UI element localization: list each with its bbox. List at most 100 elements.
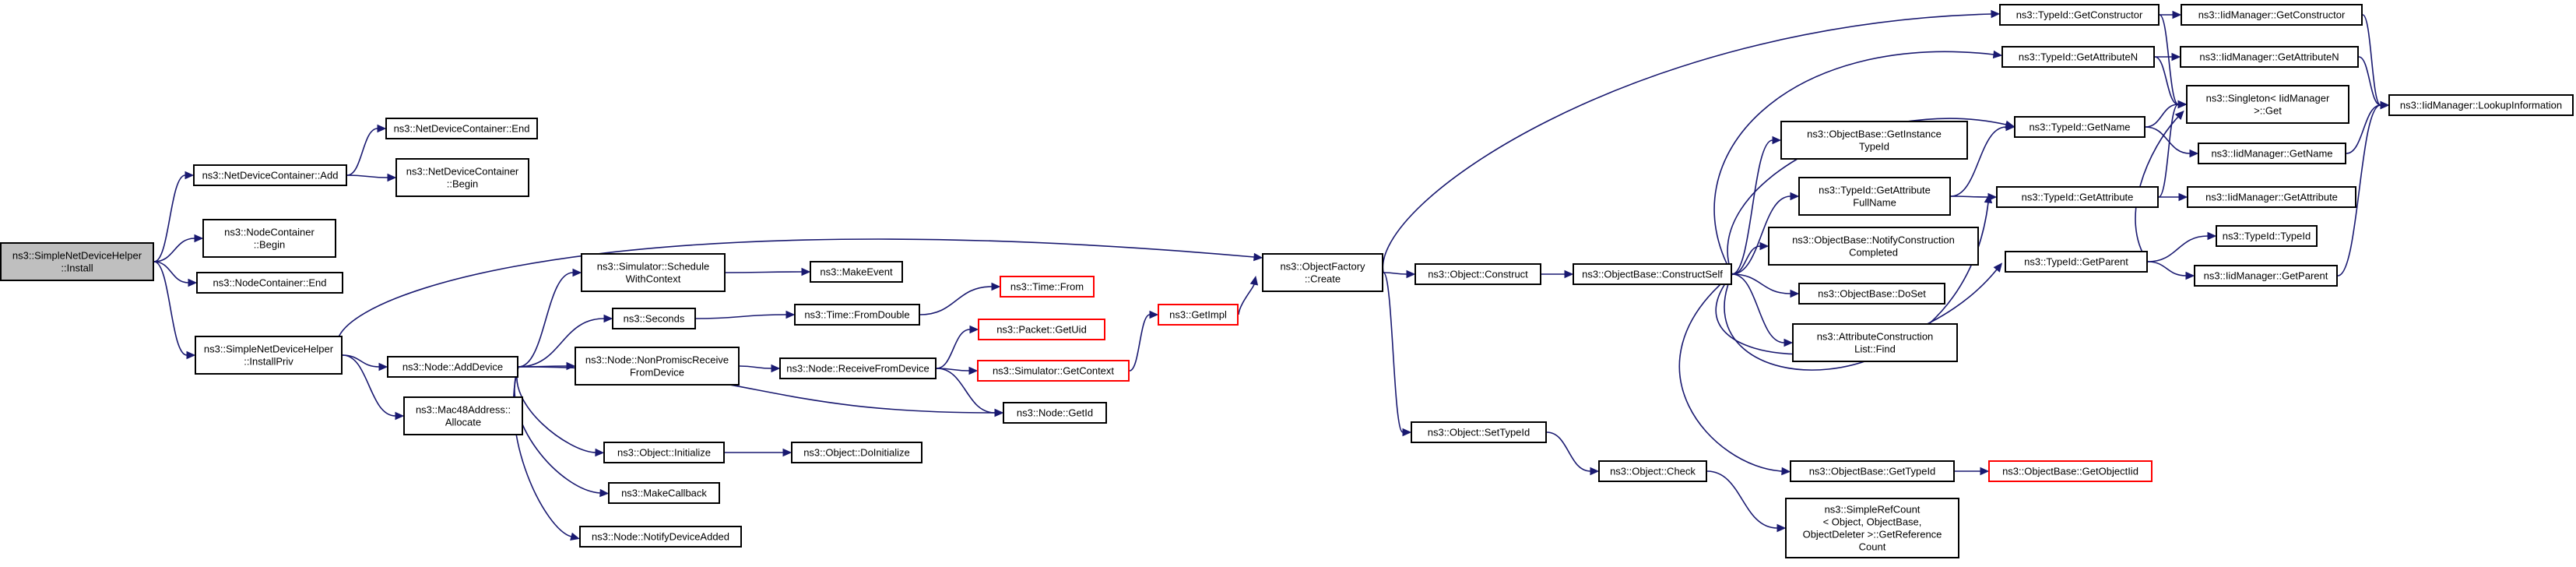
node-notifyConstr[interactable]: ns3::ObjectBase::NotifyConstructionCompl… <box>1768 227 1979 266</box>
node-objInit[interactable]: ns3::Object::Initialize <box>603 442 725 463</box>
node-makeCallback[interactable]: ns3::MakeCallback <box>608 482 720 504</box>
arrowhead <box>1249 275 1259 286</box>
node-iidGetParent[interactable]: ns3::IidManager::GetParent <box>2194 265 2338 287</box>
node-tidGetName[interactable]: ns3::TypeId::GetName <box>2014 116 2145 138</box>
arrowhead <box>771 364 781 373</box>
node-label-line: ns3::Simulator::Schedule <box>597 260 710 272</box>
node-label-line: ns3::IidManager::GetName <box>2211 147 2332 159</box>
node-label-line: Count <box>1859 541 1886 552</box>
node-recvFromDev[interactable]: ns3::Node::ReceiveFromDevice <box>779 357 937 379</box>
node-singletonGet[interactable]: ns3::Singleton< IidManager>::Get <box>2186 85 2349 124</box>
arrowhead <box>1993 262 2003 273</box>
node-label-line: ns3::Node::GetId <box>1017 407 1093 418</box>
edge-line <box>2147 235 2209 262</box>
node-seconds[interactable]: ns3::Seconds <box>612 308 696 329</box>
node-factoryCreate[interactable]: ns3::ObjectFactory::Create <box>1262 253 1383 292</box>
node-tidTypeId[interactable]: ns3::TypeId::TypeId <box>2216 225 2318 247</box>
node-getImpl[interactable]: ns3::GetImpl <box>1158 304 1239 326</box>
node-getObjectIid[interactable]: ns3::ObjectBase::GetObjectIid <box>1988 460 2153 482</box>
edge-nonPromisc-to-recvFromDev <box>739 364 781 373</box>
node-addDevice[interactable]: ns3::Node::AddDevice <box>387 356 518 378</box>
arrowhead <box>2172 10 2182 19</box>
arrowhead <box>1776 523 1787 533</box>
node-objConstruct[interactable]: ns3::Object::Construct <box>1415 263 1541 285</box>
node-box <box>2001 46 2155 68</box>
node-tidGetAttributeN[interactable]: ns3::TypeId::GetAttributeN <box>2001 46 2155 68</box>
node-label-line: ObjectDeleter >::GetReference <box>1803 528 1942 540</box>
node-iidGetAttributeN[interactable]: ns3::IidManager::GetAttributeN <box>2180 46 2359 68</box>
edge-constructSelf-to-obGetTypeId <box>1678 273 1791 476</box>
node-getUid[interactable]: ns3::Packet::GetUid <box>978 319 1105 340</box>
edge-root-to-ncEnd <box>153 261 198 287</box>
edge-line <box>936 368 996 414</box>
node-tidGetParent[interactable]: ns3::TypeId::GetParent <box>2005 251 2148 273</box>
node-makeEvent[interactable]: ns3::MakeEvent <box>810 261 903 283</box>
node-ncEnd[interactable]: ns3::NodeContainer::End <box>196 272 343 294</box>
edge-line <box>518 318 605 368</box>
arrowhead <box>1790 289 1800 298</box>
node-label-line: Allocate <box>445 416 481 428</box>
edge-line <box>2147 261 2187 276</box>
node-doSet[interactable]: ns3::ObjectBase::DoSet <box>1798 283 1945 305</box>
node-constructSelf[interactable]: ns3::ObjectBase::ConstructSelf <box>1573 263 1732 285</box>
edge-line <box>1383 272 1404 433</box>
node-iidGetName[interactable]: ns3::IidManager::GetName <box>2198 143 2346 164</box>
node-root[interactable]: ns3::SimpleNetDeviceHelper::Install <box>0 242 154 281</box>
edge-line <box>919 286 993 315</box>
node-iidLookup[interactable]: ns3::IidManager::LookupInformation <box>2388 94 2574 116</box>
node-timeFrom[interactable]: ns3::Time::From <box>1000 276 1095 298</box>
arrowhead <box>2207 231 2217 241</box>
node-box <box>1798 283 1945 305</box>
node-objCheck[interactable]: ns3::Object::Check <box>1598 460 1707 482</box>
edge-tidGetParent-to-singletonGet <box>2135 110 2184 262</box>
node-ndcAdd[interactable]: ns3::NetDeviceContainer::Add <box>193 164 347 186</box>
arrowhead <box>1149 310 1159 319</box>
node-iidGetConstructor[interactable]: ns3::IidManager::GetConstructor <box>2181 4 2363 26</box>
node-ndcBegin[interactable]: ns3::NetDeviceContainer::Begin <box>395 158 529 197</box>
edge-tidGetParent-to-tidTypeId <box>2147 231 2217 262</box>
node-box <box>791 442 923 463</box>
node-getContext[interactable]: ns3::Simulator::GetContext <box>977 360 1130 382</box>
node-label-line: ns3::Node::NotifyDeviceAdded <box>592 530 729 542</box>
arrowhead <box>1402 428 1412 437</box>
edge-constructSelf-to-attrListFind <box>1731 273 1794 347</box>
node-tidGetAttribute[interactable]: ns3::TypeId::GetAttribute <box>1996 186 2159 208</box>
node-installPriv[interactable]: ns3::SimpleNetDeviceHelper::InstallPriv <box>195 336 343 375</box>
node-tidGetConstructor[interactable]: ns3::TypeId::GetConstructor <box>1999 4 2160 26</box>
edge-line <box>1731 273 1785 343</box>
node-label-line: >::Get <box>2254 104 2282 116</box>
node-label-line: TypeId <box>1859 140 1889 152</box>
arrowhead <box>2380 100 2390 110</box>
node-mac48[interactable]: ns3::Mac48Address::Allocate <box>403 396 523 435</box>
node-simpleRefCount[interactable]: ns3::SimpleRefCount< Object, ObjectBase,… <box>1785 498 1959 558</box>
edge-line <box>342 354 396 417</box>
node-iidGetAttribute[interactable]: ns3::IidManager::GetAttribute <box>2187 186 2356 208</box>
node-box <box>977 360 1130 382</box>
node-box <box>202 219 336 258</box>
node-label-line: ns3::Seconds <box>624 312 685 324</box>
node-nodeGetId[interactable]: ns3::Node::GetId <box>1003 402 1107 424</box>
node-label-line: ns3::ObjectBase::GetInstance <box>1807 128 1942 139</box>
node-setTypeId[interactable]: ns3::Object::SetTypeId <box>1411 421 1547 443</box>
node-ncBegin[interactable]: ns3::NodeContainer::Begin <box>202 219 336 258</box>
node-box <box>1262 253 1383 292</box>
node-fromDouble[interactable]: ns3::Time::FromDouble <box>794 304 920 326</box>
edge-recvFromDev-to-getContext <box>936 366 979 375</box>
edge-line <box>1713 51 1994 275</box>
node-notifyDev[interactable]: ns3::Node::NotifyDeviceAdded <box>579 526 742 548</box>
edge-line <box>516 366 596 453</box>
node-label-line: ns3::IidManager::GetParent <box>2204 269 2328 281</box>
node-obGetTypeId[interactable]: ns3::ObjectBase::GetTypeId <box>1790 460 1955 482</box>
arrowhead <box>1253 252 1263 262</box>
node-ndcEnd[interactable]: ns3::NetDeviceContainer::End <box>385 118 538 139</box>
node-doInit[interactable]: ns3::Object::DoInitialize <box>791 442 923 463</box>
node-box <box>2388 94 2574 116</box>
edge-factoryCreate-to-tidGetConstructor <box>1382 9 2001 273</box>
node-box <box>603 442 725 463</box>
